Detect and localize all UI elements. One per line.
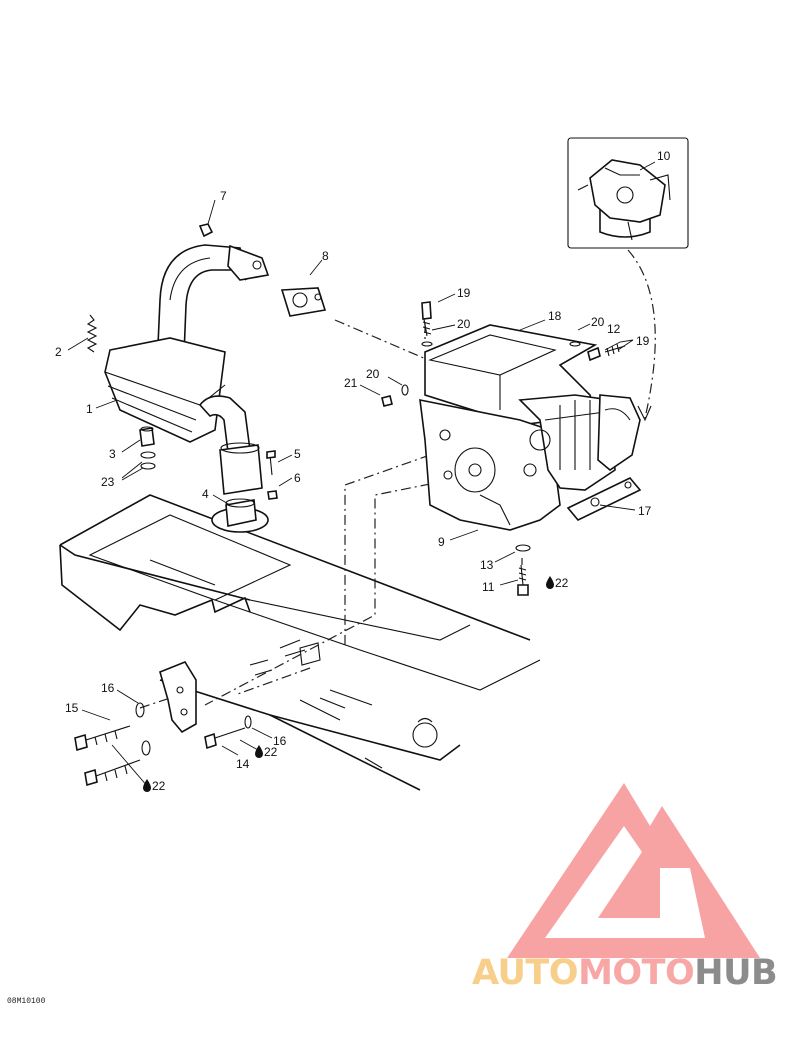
watermark-part-auto: AUTO (472, 953, 579, 993)
callout-11: 11 (482, 580, 495, 594)
chassis-frame (59, 494, 541, 791)
callout-3: 3 (109, 447, 116, 461)
sealant-drop-icon (546, 576, 554, 589)
engine-block (381, 301, 642, 596)
carburetor-inset (567, 137, 689, 422)
muffler-assembly (86, 223, 327, 533)
callout-10: 10 (657, 149, 671, 163)
sealant-drop-icon (143, 779, 151, 792)
callout-22-frame: 22 (152, 779, 166, 793)
callout-1: 1 (86, 402, 93, 416)
callout-8: 8 (322, 249, 329, 263)
watermark-logo-icon (507, 783, 760, 958)
callout-20-right: 20 (591, 315, 605, 329)
callout-2: 2 (55, 345, 62, 359)
callout-14: 14 (236, 757, 250, 771)
callout-19-right: 19 (636, 334, 650, 348)
callout-20-top: 20 (457, 317, 471, 331)
callout-labels: 1 2 3 4 5 6 7 8 9 10 11 12 13 14 15 16 1… (55, 149, 671, 793)
callout-23: 23 (101, 475, 115, 489)
callout-leaders (67, 161, 656, 788)
callout-6: 6 (294, 471, 301, 485)
callout-21: 21 (344, 376, 358, 390)
callout-4: 4 (202, 487, 209, 501)
callout-16-lower: 16 (273, 734, 287, 748)
callout-13: 13 (480, 558, 494, 572)
watermark-part-moto: MOTO (578, 953, 695, 993)
callout-5: 5 (294, 447, 301, 461)
figure-code: 08M10100 (7, 997, 46, 1006)
sealant-drop-icons (143, 576, 554, 792)
callout-16-upper: 16 (101, 681, 115, 695)
callout-20-left: 20 (366, 367, 380, 381)
callout-9: 9 (438, 535, 445, 549)
callout-22-middle: 22 (264, 745, 278, 759)
callout-7: 7 (220, 189, 227, 203)
callout-12: 12 (607, 322, 621, 336)
sealant-drop-icon (255, 745, 263, 758)
watermark-part-hub: HUB (694, 953, 778, 993)
callout-17: 17 (638, 504, 652, 518)
watermark-wordmark: AUTOMOTOHUB (472, 953, 778, 993)
callout-22-engine: 22 (555, 576, 569, 590)
frame-fasteners (74, 702, 252, 787)
engine-mount-bracket (159, 661, 197, 734)
callout-18: 18 (548, 309, 562, 323)
callout-19-upper: 19 (457, 286, 471, 300)
callout-15: 15 (65, 701, 79, 715)
